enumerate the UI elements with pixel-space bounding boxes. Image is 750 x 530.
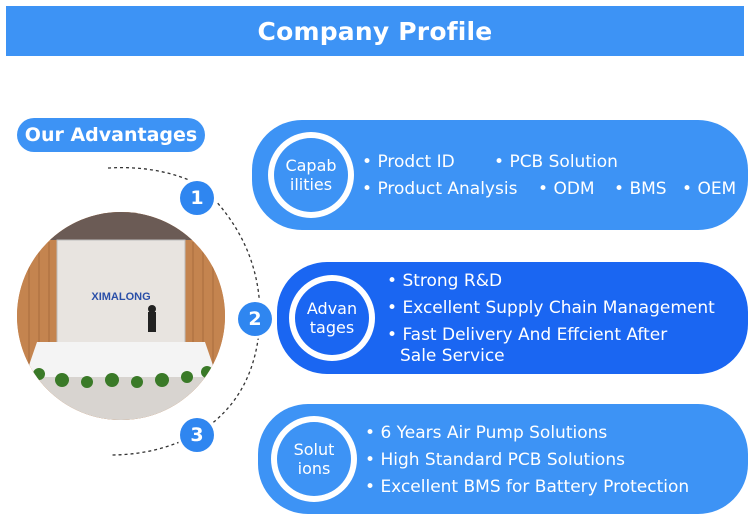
page-title: Company Profile xyxy=(257,16,493,46)
capability-item: Prodct ID xyxy=(362,152,454,172)
advantage-item: Strong R&D xyxy=(387,271,502,291)
office-photo: XIMALONG xyxy=(17,212,225,420)
capability-item: OEM xyxy=(682,179,736,199)
office-sign: XIMALONG xyxy=(91,291,150,303)
solution-item: 6 Years Air Pump Solutions xyxy=(365,423,607,443)
step-3-badge: 3 xyxy=(180,418,214,452)
solution-item: High Standard PCB Solutions xyxy=(365,450,625,470)
capability-item: Product Analysis xyxy=(362,179,517,199)
capability-item: ODM xyxy=(538,179,594,199)
capability-item: PCB Solution xyxy=(494,152,617,172)
solutions-panel: Solutions 6 Years Air Pump Solutions Hig… xyxy=(258,404,748,514)
advantage-item: Fast Delivery And Effcient After xyxy=(387,325,667,345)
capability-item: BMS xyxy=(614,179,666,199)
page-header: Company Profile xyxy=(6,6,744,56)
advantages-panel: Advantages Strong R&D Excellent Supply C… xyxy=(277,262,748,374)
step-2-badge: 2 xyxy=(238,302,272,336)
our-advantages-label: Our Advantages xyxy=(17,118,205,152)
step-1-badge: 1 xyxy=(180,181,214,215)
advantage-item: Excellent Supply Chain Management xyxy=(387,298,714,318)
solution-item: Excellent BMS for Battery Protection xyxy=(365,477,689,497)
advantage-item-continuation: Sale Service xyxy=(400,346,505,366)
